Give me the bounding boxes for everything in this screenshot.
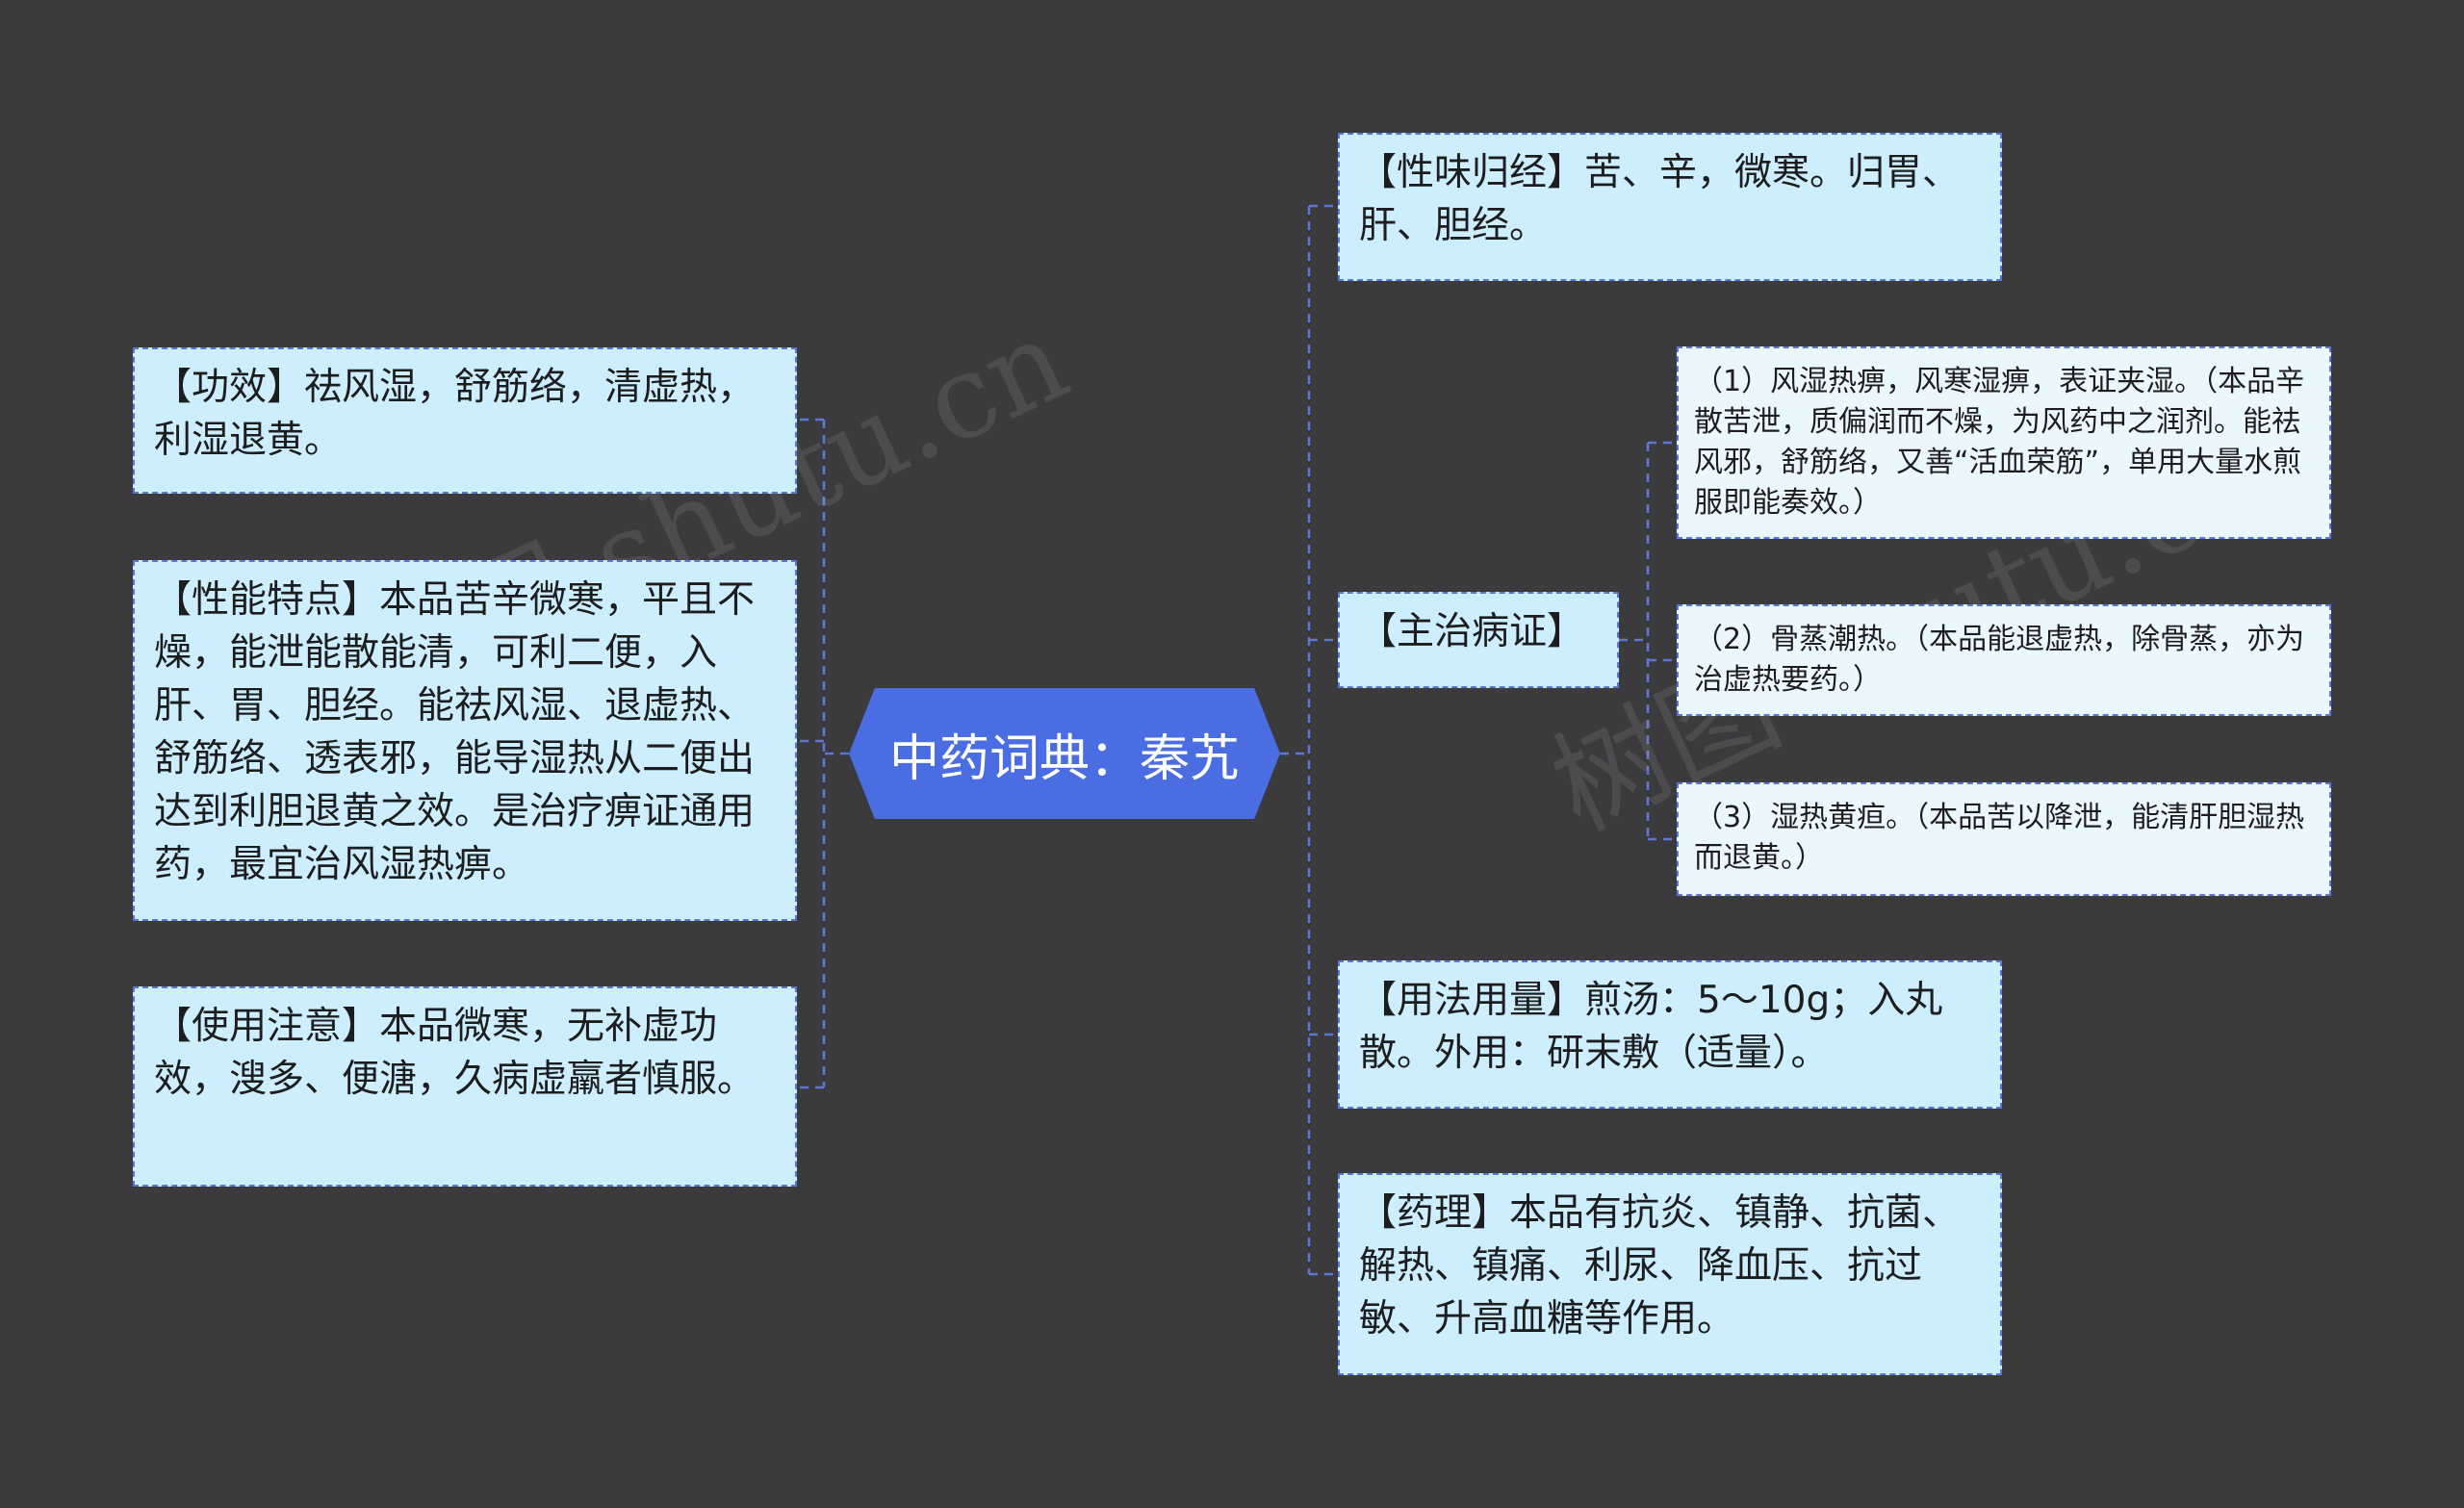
- topic-text: 【性味归经】苦、辛，微寒。归胃、肝、胆经。: [1359, 151, 1961, 247]
- subtopic-text: （3）湿热黄疸。（本品苦以降泄，能清肝胆湿热而退黄。）: [1694, 801, 2305, 875]
- topic-pharmacology[interactable]: 【药理】本品有抗炎、镇静、抗菌、解热、镇痛、利尿、降血压、抗过敏、升高血糖等作用…: [1338, 1173, 2002, 1375]
- topic-text: 【使用注意】本品微寒，无补虚功效，溲多、便溏，久病虚羸者慎服。: [154, 1005, 756, 1101]
- central-topic[interactable]: 中药词典：秦艽: [849, 688, 1280, 819]
- topic-taste-meridian[interactable]: 【性味归经】苦、辛，微寒。归胃、肝、胆经。: [1338, 133, 2002, 281]
- subtopic-indication-1[interactable]: （1）风湿热痹，风寒湿痹，表证夹湿。（本品辛散苦泄，质偏润而不燥，为风药中之润剂…: [1677, 346, 2331, 539]
- topic-indications[interactable]: 【主治病证】: [1338, 592, 1619, 688]
- topic-properties[interactable]: 【性能特点】本品苦辛微寒，平且不燥，能泄能散能清，可利二便，入肝、胃、胆经。能祛…: [133, 560, 797, 921]
- subtopic-text: （2）骨蒸潮热。（本品能退虚热，除骨蒸，亦为治虚热要药。）: [1694, 623, 2305, 697]
- topic-text: 【主治病证】: [1359, 610, 1585, 653]
- topic-efficacy[interactable]: 【功效】祛风湿，舒筋络，清虚热，利湿退黄。: [133, 347, 797, 494]
- subtopic-indication-2[interactable]: （2）骨蒸潮热。（本品能退虚热，除骨蒸，亦为治虚热要药。）: [1677, 604, 2331, 716]
- topic-text: 【功效】祛风湿，舒筋络，清虚热，利湿退黄。: [154, 366, 756, 462]
- central-topic-label: 中药词典：秦艽: [888, 729, 1240, 788]
- topic-text: 【性能特点】本品苦辛微寒，平且不燥，能泄能散能清，可利二便，入肝、胃、胆经。能祛…: [154, 578, 756, 886]
- topic-text: 【药理】本品有抗炎、镇静、抗菌、解热、镇痛、利尿、降血压、抗过敏、升高血糖等作用…: [1359, 1191, 1961, 1341]
- topic-precautions[interactable]: 【使用注意】本品微寒，无补虚功效，溲多、便溏，久病虚羸者慎服。: [133, 986, 797, 1187]
- subtopic-text: （1）风湿热痹，风寒湿痹，表证夹湿。（本品辛散苦泄，质偏润而不燥，为风药中之润剂…: [1694, 365, 2305, 520]
- topic-text: 【用法用量】煎汤：5～10g；入丸散。外用：研末敷（适量）。: [1359, 979, 1943, 1075]
- subtopic-indication-3[interactable]: （3）湿热黄疸。（本品苦以降泄，能清肝胆湿热而退黄。）: [1677, 782, 2331, 896]
- topic-dosage[interactable]: 【用法用量】煎汤：5～10g；入丸散。外用：研末敷（适量）。: [1338, 960, 2002, 1109]
